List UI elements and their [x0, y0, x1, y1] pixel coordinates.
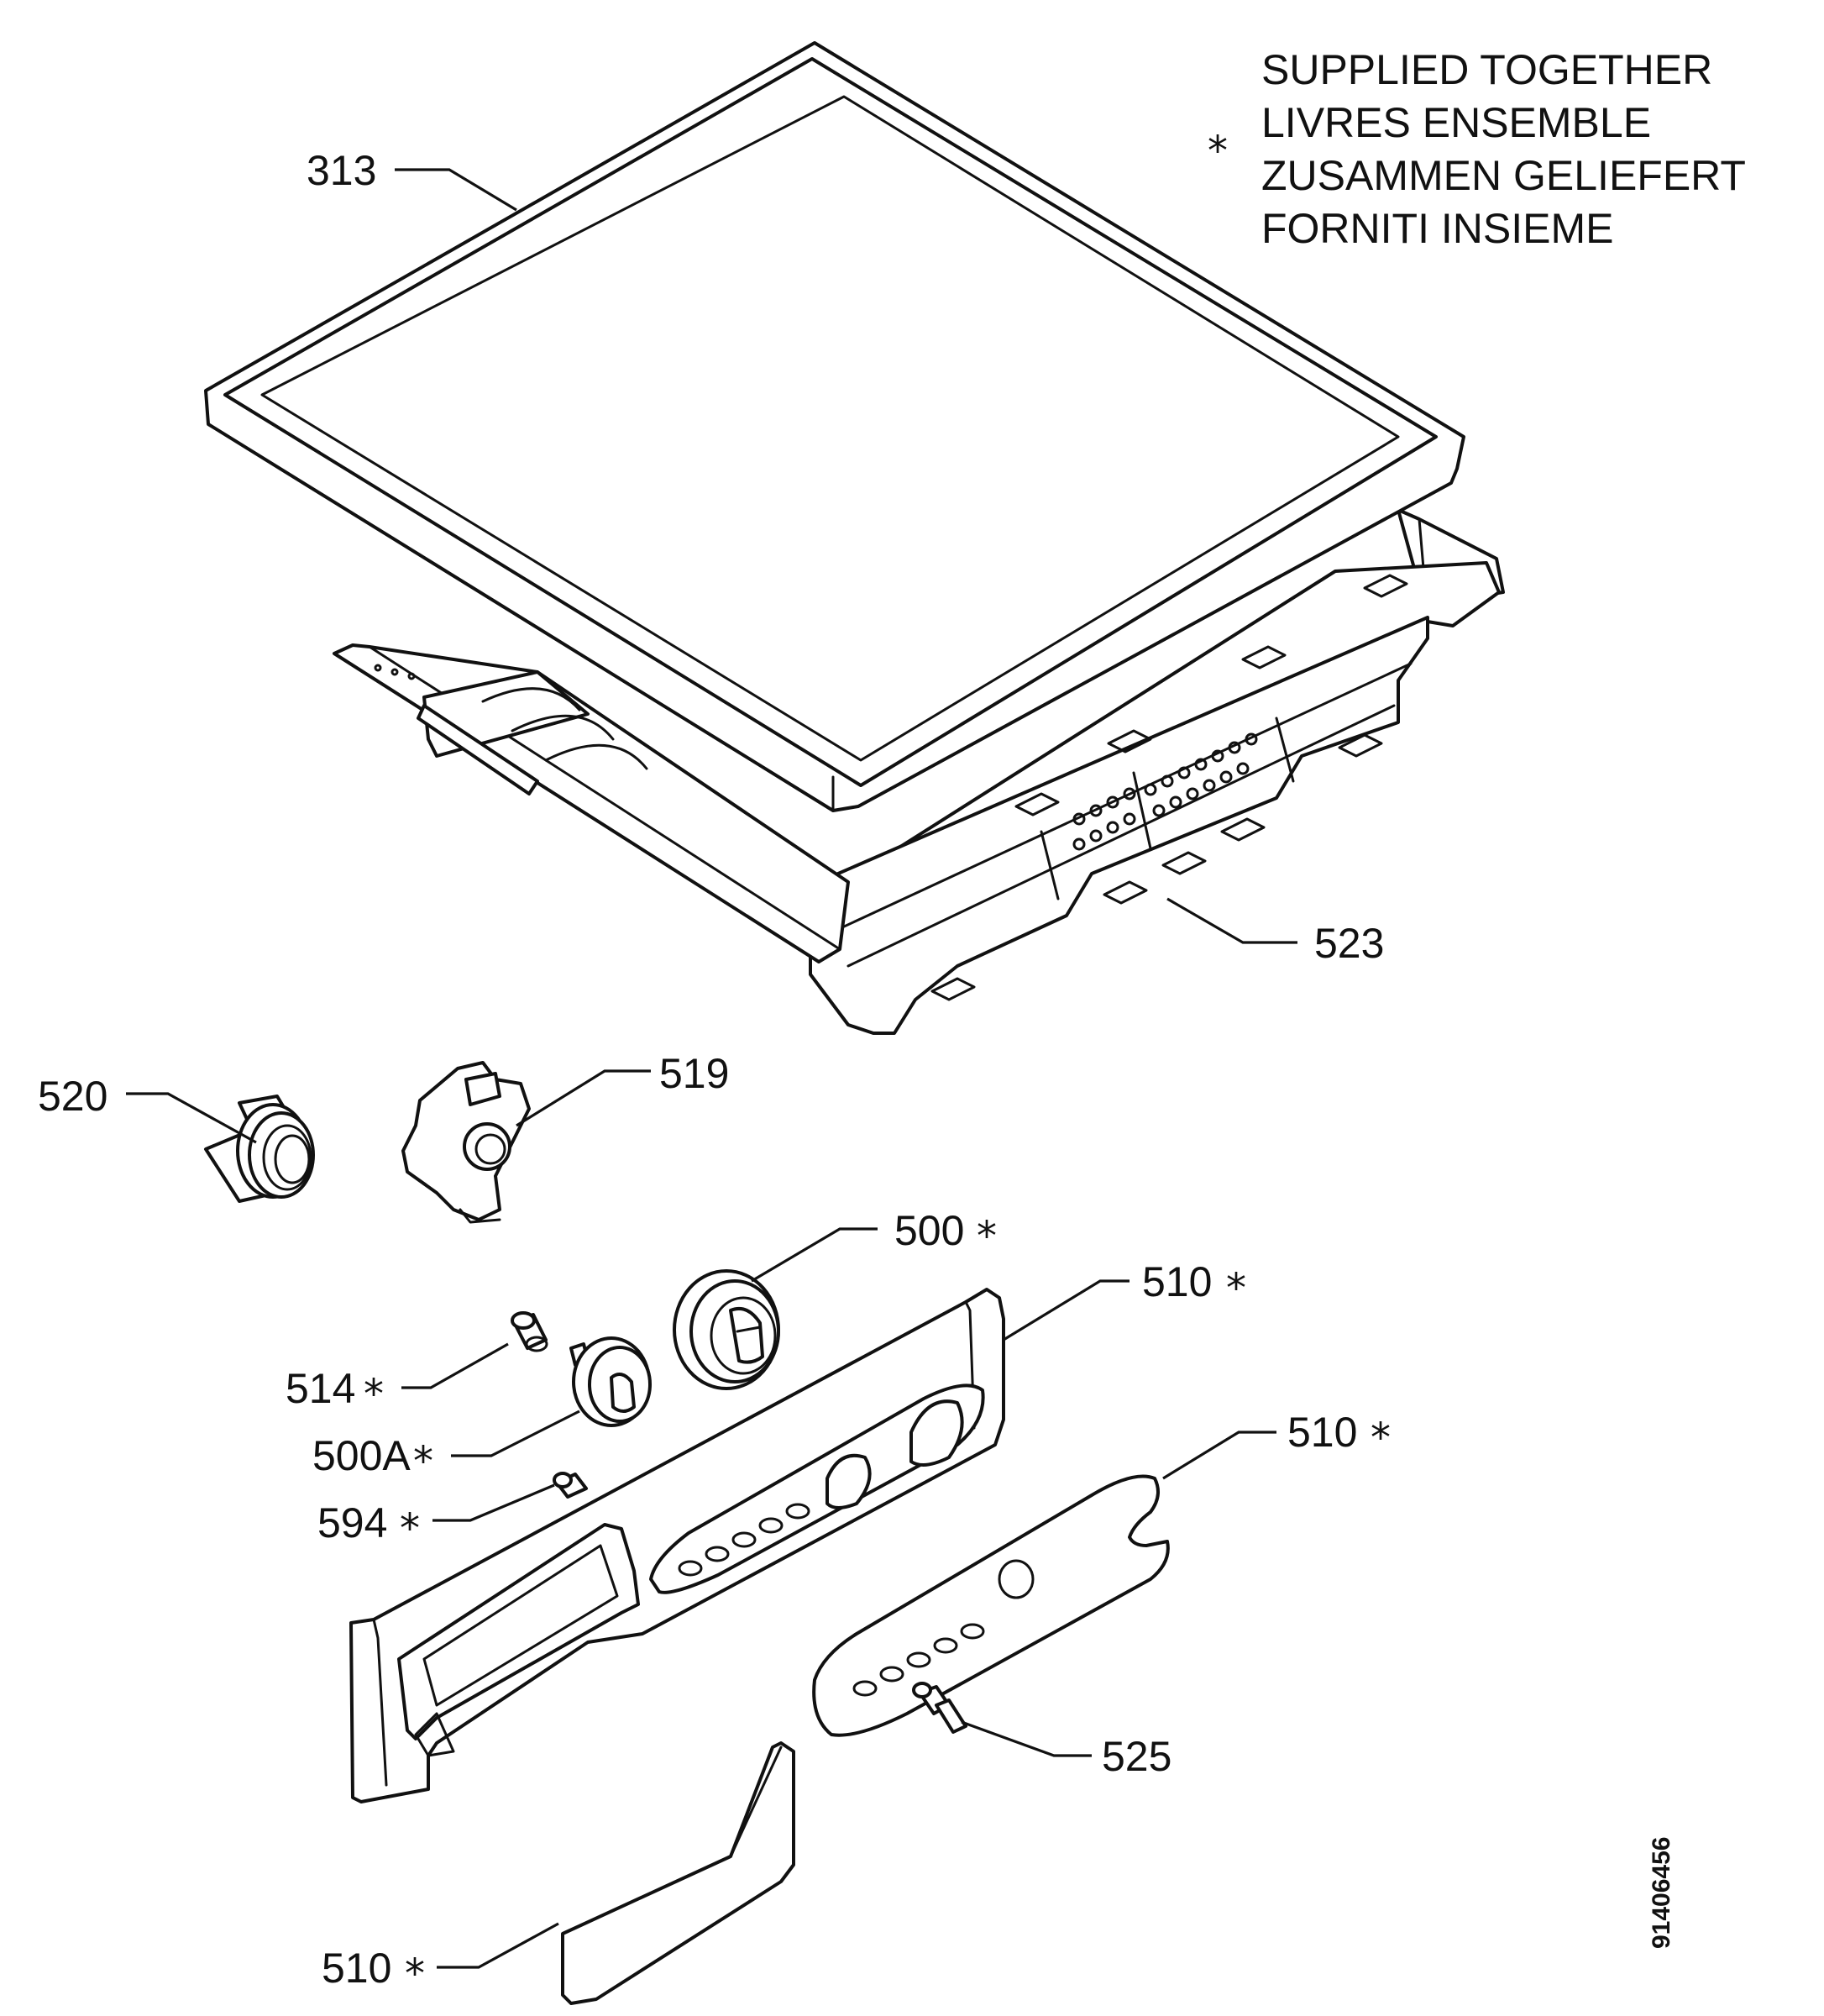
- part-500a-small-knob: [569, 1336, 652, 1427]
- part-510-control-panel: [349, 1288, 1005, 1803]
- callout-500a: 500A: [312, 1432, 411, 1479]
- callout-594: 594: [317, 1499, 387, 1546]
- callout-514: 514: [286, 1365, 355, 1412]
- document-number: 91406456: [1648, 1837, 1675, 1949]
- callout-510-overlay-asterisk: *: [1371, 1415, 1391, 1462]
- part-514-bushing: [511, 1311, 548, 1352]
- callout-500-asterisk: *: [977, 1213, 997, 1260]
- callout-510-panel: 510: [1142, 1258, 1212, 1305]
- callout-523: 523: [1314, 920, 1384, 967]
- callout-labels: 313 523 520 519 500 * 510 * 514 * 500A *…: [38, 147, 1391, 1998]
- part-594-lens: [553, 1472, 588, 1499]
- leader-523: [1166, 897, 1297, 944]
- part-520-clip: [204, 1095, 315, 1203]
- callout-520: 520: [38, 1073, 107, 1120]
- callout-510-panel-asterisk: *: [1226, 1265, 1246, 1312]
- callout-510-overlay: 510: [1287, 1409, 1357, 1456]
- callout-500: 500: [894, 1207, 964, 1254]
- leader-510-drawer: [437, 1922, 559, 1969]
- legend-line-fr: LIVRES ENSEMBLE: [1261, 99, 1651, 146]
- callout-519: 519: [659, 1050, 729, 1097]
- part-510-drawer-front: [561, 1741, 795, 2005]
- callout-510-drawer-asterisk: *: [405, 1950, 425, 1998]
- legend-asterisk: *: [1208, 128, 1228, 175]
- leader-500: [751, 1227, 878, 1283]
- part-525-pin: [912, 1682, 967, 1734]
- callout-313: 313: [307, 147, 376, 194]
- leader-510-panel: [1003, 1279, 1130, 1341]
- legend-line-de: ZUSAMMEN GELIEFERT: [1261, 152, 1746, 199]
- leader-594: [432, 1483, 555, 1522]
- leader-525: [961, 1720, 1092, 1757]
- leader-510-overlay: [1162, 1431, 1276, 1480]
- callout-594-asterisk: *: [400, 1505, 420, 1552]
- part-313-worktop-lid: [204, 41, 1465, 812]
- leader-514: [401, 1342, 509, 1389]
- callout-514-asterisk: *: [364, 1371, 384, 1418]
- callout-500a-asterisk: *: [413, 1438, 433, 1485]
- leader-519: [516, 1069, 651, 1127]
- legend-line-en: SUPPLIED TOGETHER: [1261, 46, 1712, 93]
- leader-520: [126, 1092, 257, 1144]
- leader-313: [395, 168, 517, 212]
- part-500-large-knob: [673, 1269, 780, 1390]
- legend: * SUPPLIED TOGETHER LIVRES ENSEMBLE ZUSA…: [1208, 46, 1746, 252]
- part-519-bracket: [401, 1061, 531, 1224]
- leader-500a: [451, 1410, 580, 1457]
- callout-525: 525: [1102, 1733, 1171, 1780]
- legend-line-it: FORNITI INSIEME: [1261, 205, 1613, 252]
- part-510-display-overlay: [812, 1474, 1170, 1737]
- leader-lines: [126, 168, 1297, 1969]
- callout-510-drawer: 510: [322, 1945, 391, 1992]
- part-523-support-frame: [333, 508, 1505, 1035]
